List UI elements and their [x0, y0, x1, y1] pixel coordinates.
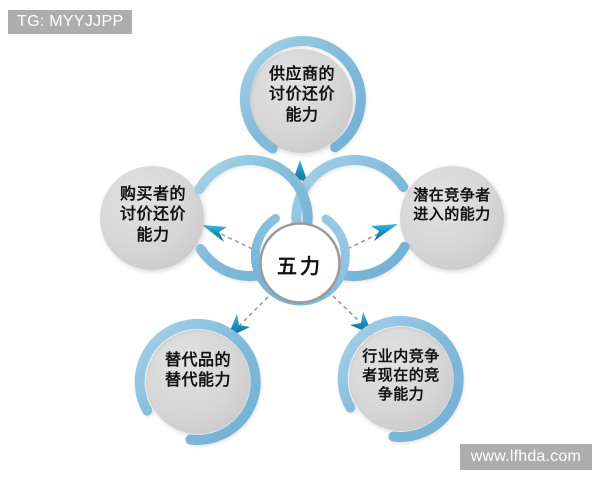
- watermark-top-left: TG: MYYJJPP: [8, 10, 133, 34]
- node-new-entrants[interactable]: [291, 155, 504, 281]
- node-substitutes-ring: [134, 318, 261, 445]
- node-suppliers-disc: [249, 49, 353, 153]
- connector-center-to-buyers: [202, 225, 260, 253]
- node-buyers-ring: [194, 155, 313, 281]
- center-disc: [260, 223, 340, 303]
- center-ring: [259, 222, 341, 304]
- node-suppliers-ring: [239, 36, 366, 154]
- node-substitutes-disc: [146, 330, 250, 434]
- node-industry-rivalry-disc: [349, 327, 453, 431]
- node-substitutes[interactable]: [134, 318, 261, 445]
- node-buyers[interactable]: [100, 155, 313, 281]
- node-industry-rivalry-ring: [337, 315, 464, 442]
- node-industry-rivalry[interactable]: [337, 315, 464, 442]
- node-center-five-forces[interactable]: [250, 214, 350, 306]
- watermark-bottom-right: www.lfhda.com: [459, 444, 592, 470]
- node-new-entrants-disc: [400, 166, 504, 270]
- node-buyers-disc: [100, 166, 204, 270]
- node-new-entrants-ring: [291, 155, 410, 281]
- node-suppliers[interactable]: [239, 36, 366, 154]
- connector-center-to-new-entrants: [340, 224, 398, 253]
